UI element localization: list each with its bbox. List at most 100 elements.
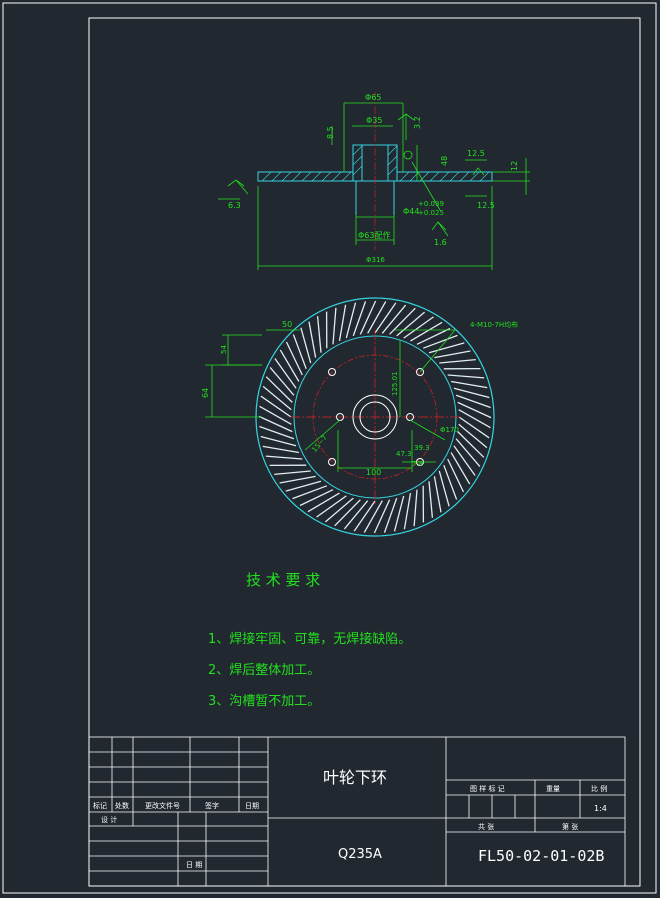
roughness-6-3: 6.3 xyxy=(228,201,241,210)
impeller-blade xyxy=(374,302,397,334)
impeller-blade xyxy=(458,416,490,439)
dim-15-7: 15~7 xyxy=(310,434,328,454)
impeller-blade xyxy=(262,445,300,454)
impeller-blade xyxy=(279,349,300,382)
impeller-blade xyxy=(450,452,471,485)
impeller-blade xyxy=(428,481,434,518)
impeller-blade xyxy=(274,358,297,389)
impeller-blade xyxy=(300,327,312,364)
impeller-blade xyxy=(443,464,458,500)
impeller-blade xyxy=(383,497,398,533)
title-block-text: 标记 处数 更改文件号 签字 日期 设 计 日 期 叶轮下环 Q235A 图 样… xyxy=(93,768,607,869)
stage-label: 图 样 标 记 xyxy=(470,784,505,793)
impeller-blade xyxy=(403,316,434,339)
tech-item-3: 3、沟槽暂不加工。 xyxy=(208,694,320,709)
impeller-blade xyxy=(457,401,492,419)
dim-d316: Φ316 xyxy=(366,256,385,264)
impeller-blade xyxy=(332,307,337,345)
drawing-number: FL50-02-01-02B xyxy=(478,847,604,865)
impeller-blade xyxy=(416,327,451,345)
impeller-blade xyxy=(316,495,347,518)
impeller-blade xyxy=(307,492,340,513)
impeller-blade xyxy=(308,321,317,358)
dim-d65: Φ65 xyxy=(365,93,381,102)
dim-d44: Φ44 xyxy=(403,207,419,216)
dim-d35: Φ35 xyxy=(366,116,382,125)
part-name: 叶轮下环 xyxy=(323,768,387,787)
impeller-blade xyxy=(259,425,295,440)
impeller-blade xyxy=(413,489,418,527)
impeller-blade xyxy=(363,500,383,533)
tech-requirements: 技 术 要 求 1、焊接牢固、可靠，无焊接缺陷。 2、焊后整体加工。 3、沟槽暂… xyxy=(208,571,411,709)
impeller-blade xyxy=(434,350,471,359)
impeller-blade xyxy=(353,500,376,532)
impeller-blade xyxy=(352,301,367,337)
total-sheets: 共 张 xyxy=(478,822,494,831)
date-label: 日 期 xyxy=(186,861,202,869)
impeller-blade xyxy=(422,334,458,349)
impeller-blade xyxy=(410,321,443,342)
impeller-blade xyxy=(428,342,465,354)
impeller-blade xyxy=(299,489,334,507)
material: Q235A xyxy=(338,847,382,862)
impeller-blade xyxy=(389,307,416,335)
roughness-1-6: 1.6 xyxy=(434,238,447,247)
dim-d63: Φ63配作 xyxy=(358,230,390,240)
impeller-blade xyxy=(447,374,485,379)
impeller-blade xyxy=(260,395,292,418)
impeller-blade xyxy=(324,497,354,523)
impeller-blade xyxy=(453,387,490,399)
impeller-blade xyxy=(292,334,307,370)
impeller-blade xyxy=(455,394,491,409)
dim-12-5-bottom: 12.5 xyxy=(477,201,495,210)
impeller-blade xyxy=(403,492,412,530)
impeller-blade xyxy=(338,304,347,342)
impeller-blade xyxy=(447,458,465,493)
dim-48: 48 xyxy=(440,156,449,166)
impeller-blade xyxy=(274,470,311,476)
impeller-blade xyxy=(345,302,357,339)
tech-item-2: 2、焊后整体加工。 xyxy=(208,662,320,678)
impeller-blade xyxy=(396,311,426,337)
dim-64: 64 xyxy=(201,388,210,398)
impeller-blade xyxy=(265,455,303,460)
impeller-blade xyxy=(343,500,369,530)
impeller-blade xyxy=(359,300,377,335)
impeller-blade xyxy=(381,304,407,334)
tech-title: 技 术 要 求 xyxy=(246,571,320,589)
hdr-sign: 签字 xyxy=(205,801,219,810)
impeller-blade xyxy=(285,341,303,376)
impeller-blade xyxy=(455,438,481,468)
dim-47-3: 47.3 xyxy=(396,450,412,458)
hdr-mark: 标记 xyxy=(93,801,107,810)
impeller-blade xyxy=(438,470,450,507)
dim-d170: Φ170 xyxy=(440,426,459,434)
dim-12-5-top: 12.5 xyxy=(467,149,485,158)
impeller-blade xyxy=(279,475,316,484)
impeller-blade xyxy=(393,495,405,532)
impeller-blade xyxy=(259,405,292,425)
ratio-label: 比 例 xyxy=(591,784,607,793)
impeller-blade xyxy=(285,480,322,492)
hdr-doc: 更改文件号 xyxy=(145,801,180,810)
impeller-blade xyxy=(457,431,485,458)
dim-12: 12 xyxy=(510,161,519,171)
impeller-blade xyxy=(373,499,391,534)
impeller-blade xyxy=(458,409,491,429)
roughness-3-2: 3.2 xyxy=(413,116,422,129)
weight-label: 重量 xyxy=(546,785,560,793)
dim-8-5: 8.5 xyxy=(326,126,335,139)
impeller-blade xyxy=(334,499,361,527)
dim-100: 100 xyxy=(366,468,381,477)
tolerance-upper: +0.039 xyxy=(418,200,444,208)
hdr-date: 日期 xyxy=(245,802,259,810)
holes-note: 4-M10-7H均布 xyxy=(470,320,518,329)
impeller-blade xyxy=(265,376,293,403)
tech-item-1: 1、焊接牢固、可靠，无焊接缺陷。 xyxy=(208,631,411,647)
dim-50: 50 xyxy=(282,320,292,329)
impeller-blade xyxy=(367,301,387,334)
inner-frame xyxy=(88,17,641,887)
sheet-number: 第 张 xyxy=(562,822,578,831)
